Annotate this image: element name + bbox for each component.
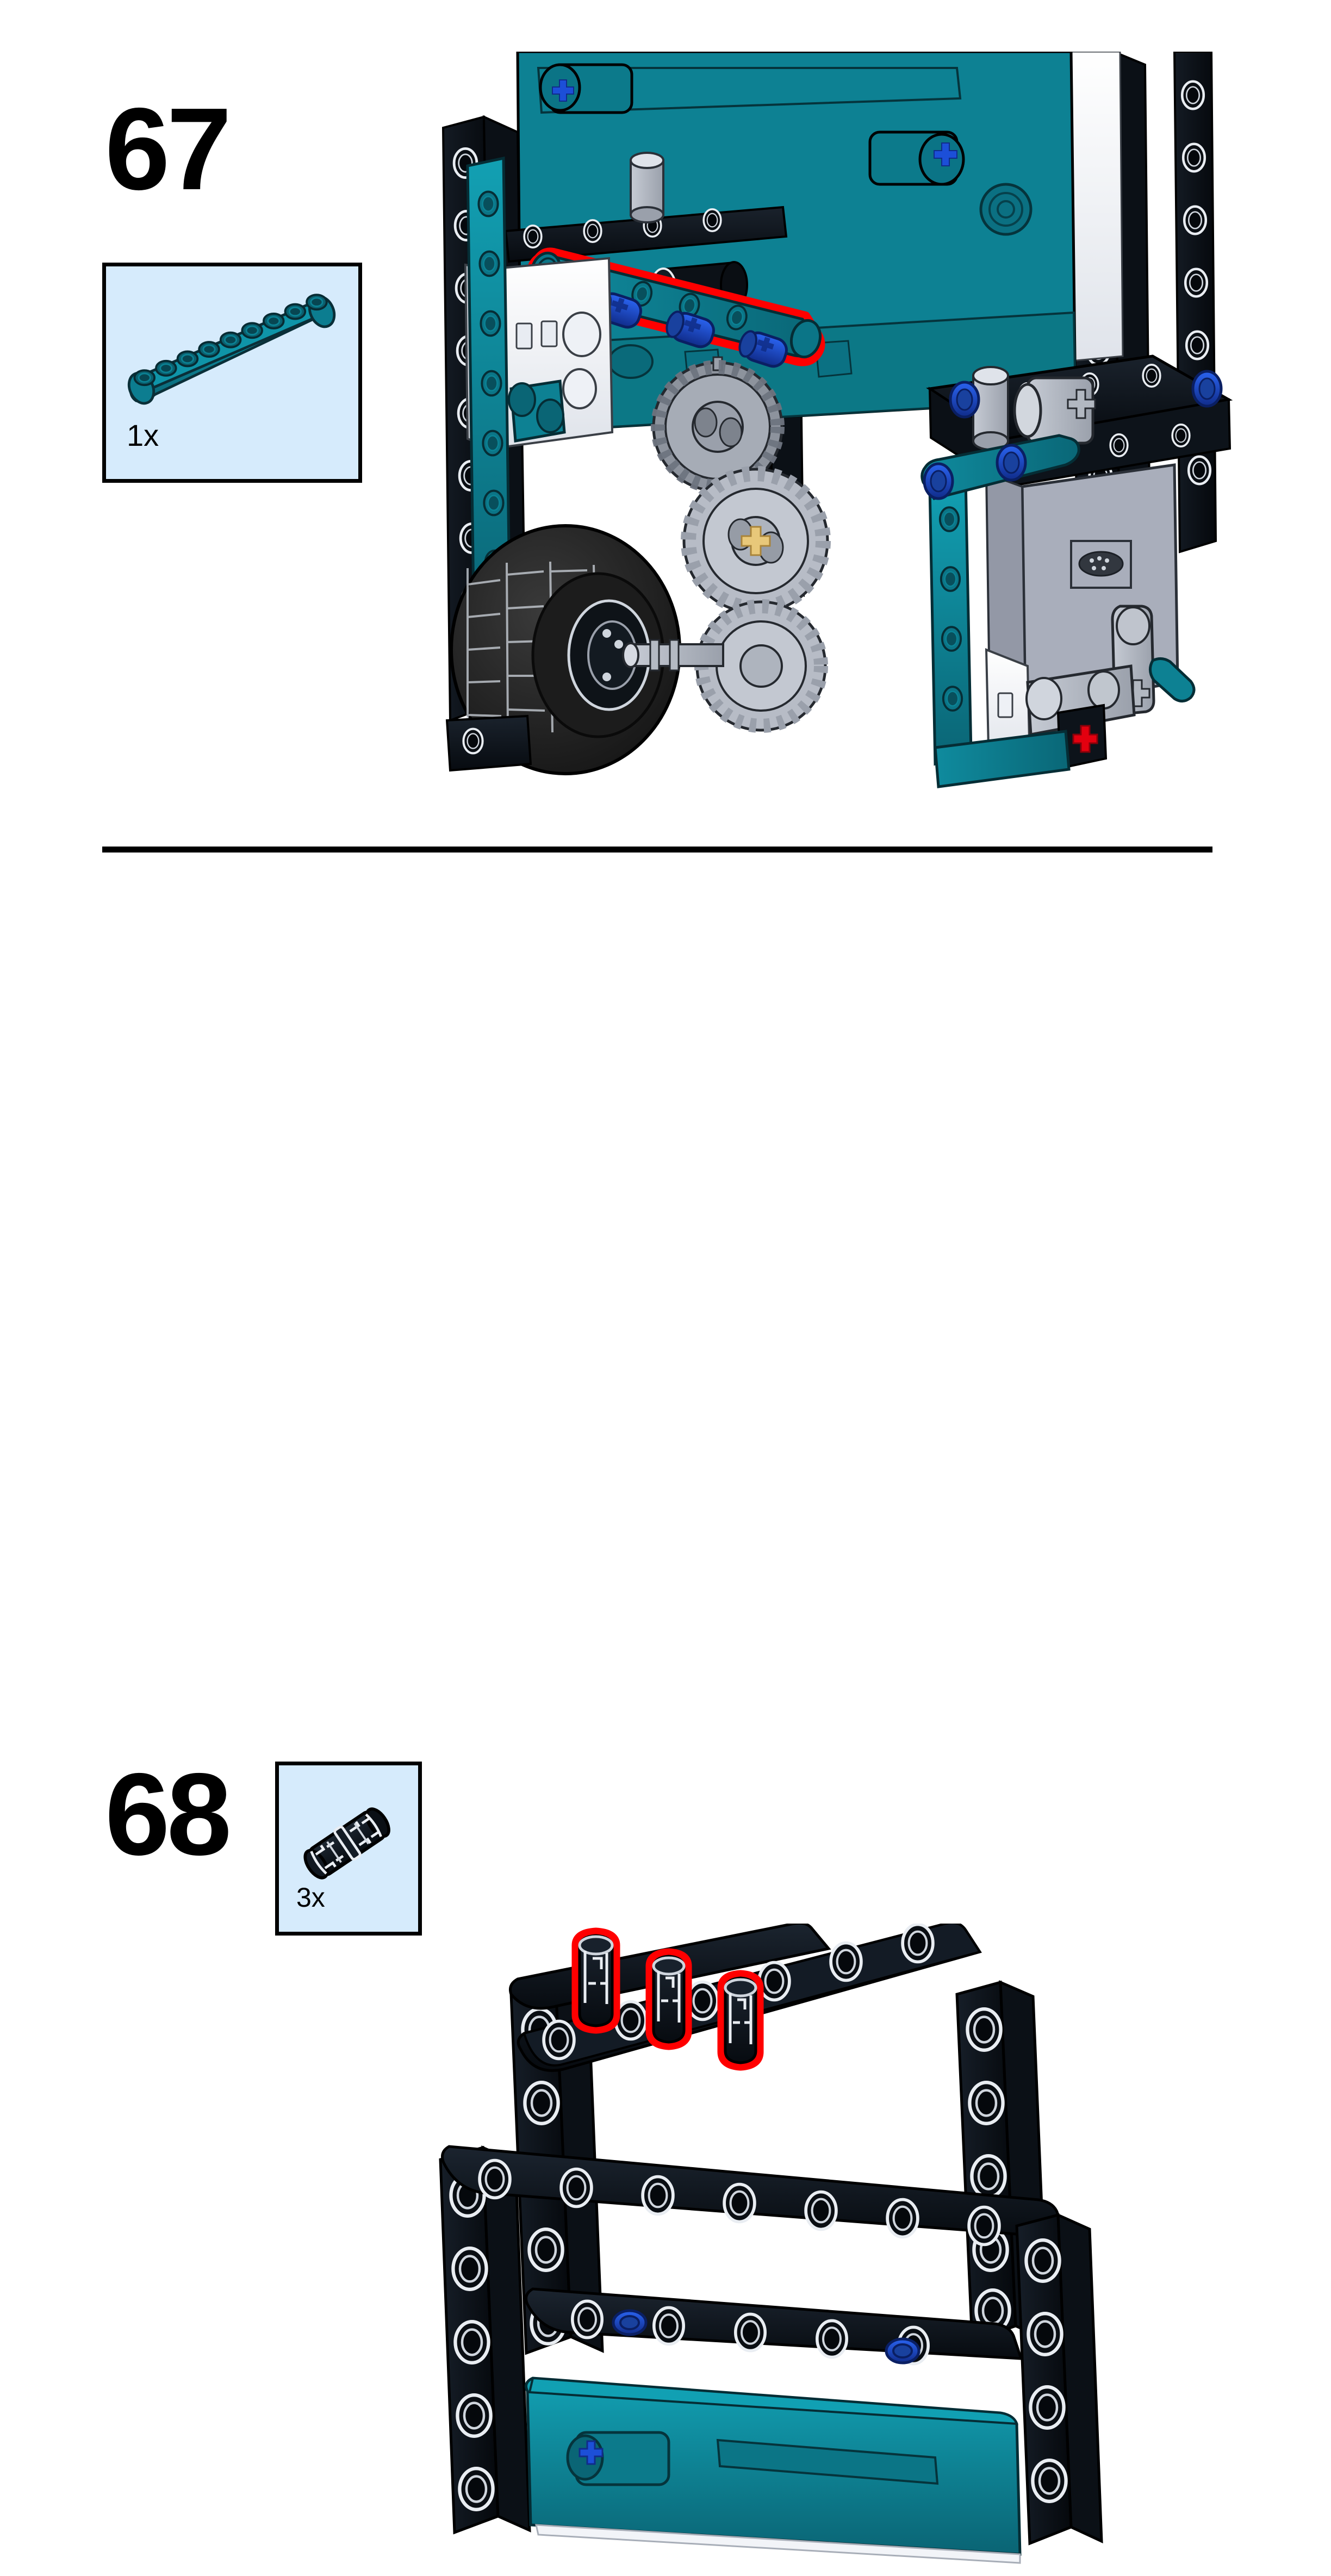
- new-part-axle-pin-connector-1: [571, 1927, 620, 2034]
- red-axle-cross: [1072, 725, 1098, 753]
- parts-callout-67: 1x: [102, 263, 362, 483]
- gray-liftarm-assembly-right: [1025, 605, 1196, 770]
- gray-motor-pin-block: [1013, 376, 1096, 445]
- blue-pin-right-2: [996, 444, 1027, 482]
- hub-port-right: [868, 130, 965, 186]
- callout-part-art-liftarm: [106, 266, 358, 479]
- gray-axle-cylinder: [630, 152, 664, 223]
- step-number-67: 67: [105, 83, 232, 214]
- callout-quantity-67: 1x: [127, 418, 159, 452]
- teal-beam-bottom: [525, 2376, 1022, 2556]
- hub-speaker-grille: [979, 183, 1033, 236]
- blue-pin-right-1: [923, 462, 954, 500]
- teal-beam-right-short: [920, 434, 1080, 500]
- step-number-68: 68: [105, 1749, 232, 1880]
- callout-quantity-68: 3x: [296, 1882, 325, 1913]
- assembly-illustration-68: [413, 1924, 1131, 2576]
- black-rubber-tire: [450, 524, 724, 775]
- step-divider-line: [102, 847, 1212, 853]
- step-section-67: 67: [0, 0, 1331, 849]
- black-beam-upper-cross: [504, 206, 788, 263]
- step-section-68: 68: [0, 855, 1331, 2564]
- teal-port-bottom: [566, 2431, 670, 2486]
- black-frame-lower-left-vertical: [439, 2145, 531, 2535]
- blue-pin-frame-right-top: [949, 381, 980, 419]
- tan-axle-cross: [741, 526, 771, 556]
- assembly-illustration-67: [304, 52, 1240, 835]
- parts-callout-68: 3x: [275, 1762, 422, 1936]
- blue-pin-mid-right: [885, 2337, 920, 2365]
- teal-beam-bottom-right: [934, 730, 1071, 788]
- gear-upper-gray: [651, 356, 785, 494]
- teal-beam-right-vertical: [928, 477, 973, 766]
- black-frame-lower-right-vertical: [1015, 2213, 1103, 2546]
- black-frame-lower-left: [445, 714, 532, 772]
- gray-cylinder-right: [972, 366, 1009, 451]
- teal-connector-block-left: [508, 379, 566, 443]
- hub-port-left: [539, 63, 633, 114]
- black-beam-mid-cross: [525, 2287, 1023, 2365]
- gray-axle-to-wheel: [622, 639, 724, 671]
- new-part-axle-pin-connector-2: [645, 1948, 692, 2050]
- blue-pin-frame-right-edge: [1191, 370, 1223, 408]
- blue-pin-mid-left: [612, 2309, 648, 2336]
- new-part-axle-pin-connector-3: [717, 1970, 764, 2071]
- gear-lower-gray: [681, 466, 831, 616]
- black-frame-far-right: [1173, 52, 1217, 553]
